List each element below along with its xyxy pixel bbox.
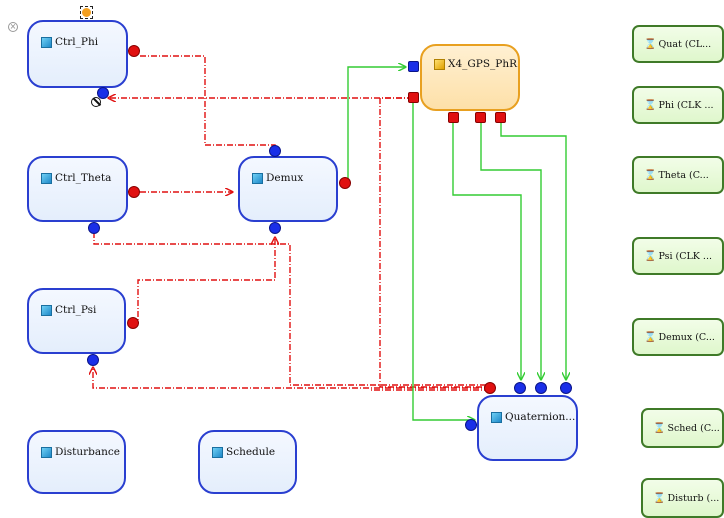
block-ctrl-phi[interactable]: Ctrl_Phi [27, 20, 128, 107]
block-disturbance[interactable]: Disturbance [27, 430, 126, 494]
clock-block-psi[interactable]: ⌛Psi (CLK ... [632, 237, 724, 275]
block-demux-label: Demux [266, 172, 304, 184]
clock-block-sched[interactable]: ⌛Sched (C... [641, 408, 724, 448]
input-port[interactable] [535, 382, 547, 394]
hourglass-icon: ⌛ [644, 331, 657, 343]
clock-psi-label: Psi (CLK ... [658, 250, 712, 262]
close-circle-icon[interactable]: × [8, 22, 18, 32]
block-icon [41, 172, 52, 184]
clock-disturb-label: Disturb (... [667, 492, 720, 504]
input-port[interactable] [514, 382, 526, 394]
clock-block-phi[interactable]: ⌛Phi (CLK ... [632, 86, 724, 124]
event-link [93, 368, 490, 389]
clock-sched-label: Sched (C... [667, 422, 720, 434]
data-link [412, 98, 474, 420]
block-label: Schedule [212, 446, 275, 458]
output-port[interactable] [128, 45, 140, 57]
clock-block-theta[interactable]: ⌛Theta (C... [632, 156, 724, 194]
hourglass-icon: ⌛ [644, 250, 657, 262]
block-label: Demux [252, 172, 303, 184]
block-icon [41, 446, 52, 458]
input-port[interactable] [269, 222, 281, 234]
input-port[interactable] [88, 222, 100, 234]
block-label: Ctrl_Psi [41, 304, 96, 316]
output-port[interactable] [339, 177, 351, 189]
hourglass-icon: ⌛ [653, 422, 666, 434]
input-port[interactable] [269, 145, 281, 157]
data-link [480, 123, 541, 379]
clock-demux-label: Demux (C... [658, 331, 715, 343]
block-label: X4_GPS_PhR [434, 58, 517, 70]
output-port[interactable] [484, 382, 496, 394]
input-port[interactable] [408, 61, 419, 72]
data-link [452, 123, 521, 379]
block-ctrl-phi-label: Ctrl_Phi [55, 36, 99, 48]
selection-handle[interactable] [80, 6, 93, 19]
data-link [345, 67, 405, 184]
input-port[interactable] [465, 419, 477, 431]
block-schedule[interactable]: Schedule [198, 430, 297, 494]
block-ctrl-theta[interactable]: Ctrl_Theta [27, 156, 128, 222]
clock-block-demux[interactable]: ⌛Demux (C... [632, 318, 724, 356]
input-port[interactable] [560, 382, 572, 394]
block-gps-label: X4_GPS_PhR [448, 58, 518, 70]
output-port[interactable] [475, 112, 486, 123]
output-port[interactable] [448, 112, 459, 123]
event-link [379, 97, 490, 388]
clock-phi-label: Phi (CLK ... [658, 99, 714, 111]
block-icon [212, 446, 223, 458]
hourglass-icon: ⌛ [644, 38, 657, 50]
block-schedule-label: Schedule [226, 446, 276, 458]
no-entry-icon [91, 97, 101, 107]
block-quaternion-label: Quaternion... [505, 411, 576, 423]
block-icon [252, 172, 263, 184]
hourglass-icon: ⌛ [644, 169, 657, 181]
clock-theta-label: Theta (C... [658, 169, 709, 181]
data-link [500, 123, 566, 379]
block-quaternion[interactable]: Quaternion... [477, 395, 578, 461]
block-icon [434, 58, 445, 70]
block-icon [41, 36, 52, 48]
block-icon [491, 411, 502, 423]
block-label: Ctrl_Theta [41, 172, 111, 184]
clock-quat-label: Quat (CL... [658, 38, 712, 50]
output-port[interactable] [495, 112, 506, 123]
block-label: Quaternion... [491, 411, 575, 423]
block-disturbance-label: Disturbance [55, 446, 121, 458]
block-label: Ctrl_Phi [41, 36, 98, 48]
block-ctrl-psi-label: Ctrl_Psi [55, 304, 97, 316]
event-link [93, 232, 490, 386]
block-demux[interactable]: Demux [238, 156, 338, 222]
handle-dot [82, 8, 91, 17]
hourglass-icon: ⌛ [653, 492, 666, 504]
input-port[interactable] [87, 354, 99, 366]
event-link [133, 238, 275, 324]
hourglass-icon: ⌛ [644, 99, 657, 111]
block-ctrl-theta-label: Ctrl_Theta [55, 172, 112, 184]
block-ctrl-psi[interactable]: Ctrl_Psi [27, 288, 126, 354]
clock-block-quat[interactable]: ⌛Quat (CL... [632, 25, 724, 63]
output-port[interactable] [408, 92, 419, 103]
event-link [140, 55, 275, 154]
block-label: Disturbance [41, 446, 120, 458]
output-port[interactable] [128, 186, 140, 198]
clock-block-disturb[interactable]: ⌛Disturb (... [641, 478, 724, 518]
input-port[interactable] [97, 87, 109, 99]
block-x4-gps-phr[interactable]: X4_GPS_PhR [420, 44, 520, 111]
block-icon [41, 304, 52, 316]
output-port[interactable] [127, 317, 139, 329]
